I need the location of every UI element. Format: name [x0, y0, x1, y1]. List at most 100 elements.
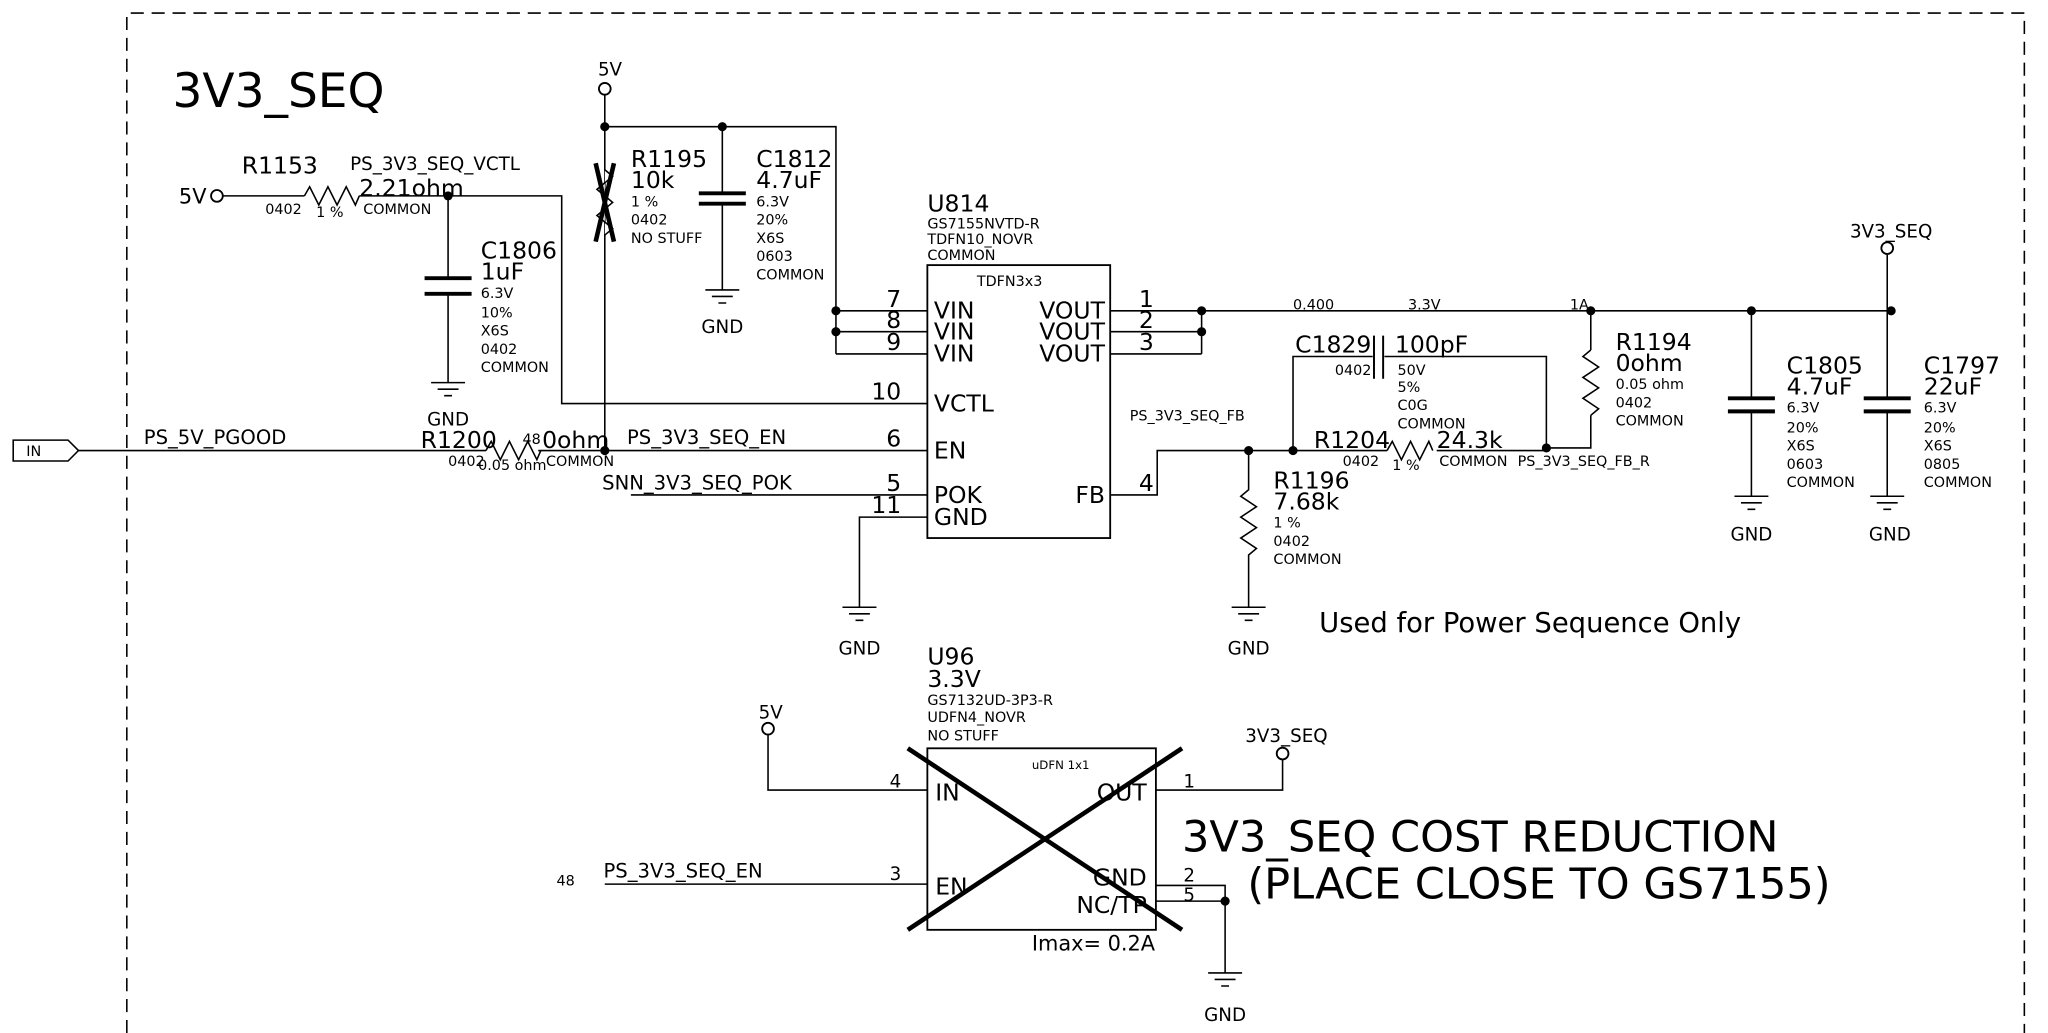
net-label-fb: PS_3V3_SEQ_FB [1130, 409, 1245, 425]
capacitor-c1805[interactable]: GND C1805 4.7uF 6.3V 20% X6S 0603 COMMON [1727, 310, 1863, 546]
svg-text:48: 48 [523, 432, 541, 448]
svg-text:C1806: C1806 [481, 237, 557, 265]
svg-text:COMMON: COMMON [481, 360, 549, 376]
net-label-fb-r: PS_3V3_SEQ_FB_R [1518, 454, 1650, 470]
svg-text:R1204: R1204 [1314, 426, 1390, 454]
svg-text:IN: IN [26, 444, 41, 460]
resistor-r1195[interactable]: R1195 10k 1 % 0402 NO STUFF [593, 145, 707, 247]
power-5v-left: 5V [179, 185, 207, 209]
svg-text:0603: 0603 [756, 249, 793, 265]
svg-text:X6S: X6S [481, 324, 509, 340]
pin-name: POK [934, 481, 983, 509]
svg-text:COMMON: COMMON [1273, 552, 1341, 568]
sheet-border [126, 12, 2026, 1033]
svg-text:6.3V: 6.3V [1924, 401, 1957, 417]
svg-text:20%: 20% [1787, 420, 1819, 436]
pin-number: 10 [871, 378, 901, 406]
svg-text:1 %: 1 % [1392, 458, 1419, 474]
svg-text:COMMON: COMMON [1924, 475, 1992, 491]
pin-number: 4 [1139, 469, 1154, 497]
pin-number: 1 [1139, 285, 1154, 313]
svg-text:50V: 50V [1397, 363, 1425, 379]
ic-u96[interactable]: U96 3.3V GS7132UD-3P3-R UDFN4_NOVR NO ST… [556, 643, 1327, 1027]
svg-text:0402: 0402 [1343, 454, 1380, 470]
page-title: 3V3_SEQ [173, 64, 385, 119]
svg-text:NC/TP: NC/TP [1076, 891, 1146, 919]
svg-text:3: 3 [890, 864, 902, 885]
svg-text:0402: 0402 [265, 202, 302, 218]
svg-text:X6S: X6S [1924, 439, 1952, 455]
pin-name: VCTL [934, 389, 994, 417]
resistor-r1204[interactable]: R1204 24.3k 0402 1 % COMMON [1314, 426, 1508, 474]
ground-symbol: GND [839, 606, 880, 659]
pin-number: 5 [886, 469, 901, 497]
svg-text:GND: GND [701, 317, 743, 338]
svg-text:3.3V: 3.3V [927, 665, 980, 693]
capacitor-c1812[interactable]: GND C1812 4.7uF 6.3V 20% X6S 0603 COMMON [698, 126, 833, 338]
resistor-r1200[interactable]: R1200 48 0ohm 0402 0.05 ohm COMMON [421, 426, 615, 474]
trace-width-label: 0.400 [1293, 298, 1334, 314]
svg-text:R1196: R1196 [1273, 466, 1349, 494]
svg-text:20%: 20% [1924, 420, 1956, 436]
wire [630, 494, 928, 608]
svg-text:Imax= 0.2A: Imax= 0.2A [1032, 932, 1156, 956]
svg-text:uDFN 1x1: uDFN 1x1 [1032, 758, 1090, 772]
svg-text:2: 2 [1183, 866, 1195, 887]
svg-text:R1195: R1195 [631, 145, 707, 173]
svg-text:5V: 5V [759, 702, 784, 723]
resistor-r1196[interactable]: GND R1196 7.68k 1 % 0402 COMMON [1228, 450, 1350, 660]
svg-text:GND: GND [1869, 525, 1911, 546]
svg-text:C1805: C1805 [1787, 351, 1863, 379]
placement-note: (PLACE CLOSE TO GS7155) [1247, 859, 1830, 909]
svg-text:3V3_SEQ: 3V3_SEQ [1245, 726, 1327, 747]
net-label-pgood: PS_5V_PGOOD [144, 426, 287, 449]
capacitor-c1797[interactable]: GND C1797 22uF 6.3V 20% X6S 0805 COMMON [1863, 310, 2000, 546]
ic-u814[interactable]: U814 GS7155NVTD-R TDFN10_NOVR COMMON TDF… [871, 190, 1154, 539]
capacitor-c1806[interactable]: GND C1806 1uF 6.3V 10% X6S 0402 COMMON [424, 195, 557, 431]
resistor-r1153[interactable]: R1153 PS_3V3_SEQ_VCTL 2.21ohm 0402 1 % C… [242, 152, 521, 221]
svg-text:4.7uF: 4.7uF [756, 166, 822, 194]
svg-text:2.21ohm: 2.21ohm [359, 174, 464, 202]
svg-text:22uF: 22uF [1924, 372, 1982, 400]
pin-number: 8 [886, 306, 901, 334]
svg-text:1 %: 1 % [316, 205, 343, 221]
pin-name: VIN [934, 340, 975, 368]
svg-text:X6S: X6S [756, 231, 784, 247]
svg-text:IN: IN [935, 779, 960, 807]
svg-text:1 %: 1 % [1273, 516, 1300, 532]
svg-text:NO STUFF: NO STUFF [927, 728, 999, 744]
svg-text:1: 1 [1183, 771, 1195, 792]
svg-text:0.05 ohm: 0.05 ohm [1616, 377, 1684, 393]
pin-name: EN [934, 436, 966, 464]
svg-text:COMMON: COMMON [1616, 414, 1684, 430]
pin-number: 7 [886, 285, 901, 313]
svg-text:R1200: R1200 [421, 426, 497, 454]
svg-text:C1797: C1797 [1924, 351, 2000, 379]
pin-number: 3 [1139, 328, 1154, 356]
pin-name: VIN [934, 297, 975, 325]
svg-text:0603: 0603 [1787, 457, 1824, 473]
svg-text:100pF: 100pF [1395, 331, 1468, 359]
wire-vctl [223, 195, 928, 405]
svg-text:COMMON: COMMON [1439, 454, 1507, 470]
svg-text:COMMON: COMMON [927, 248, 995, 264]
svg-text:0402: 0402 [1273, 534, 1310, 550]
capacitor-c1829[interactable]: C1829 0402 100pF 50V 5% C0G COMMON [1292, 331, 1548, 451]
no-stuff-cross [906, 746, 1184, 932]
svg-text:GS7132UD-3P3-R: GS7132UD-3P3-R [927, 693, 1053, 709]
pin-number: 11 [871, 491, 901, 519]
svg-text:COMMON: COMMON [363, 202, 431, 218]
svg-text:0402: 0402 [448, 454, 485, 470]
wire-vout [1110, 310, 1892, 355]
pin-name: VOUT [1039, 318, 1105, 346]
svg-text:TDFN10_NOVR: TDFN10_NOVR [926, 232, 1033, 248]
pin-number: 6 [886, 425, 901, 453]
svg-text:COMMON: COMMON [1397, 416, 1465, 432]
svg-text:1uF: 1uF [481, 257, 524, 285]
pin-number: 2 [1139, 306, 1154, 334]
svg-text:GND: GND [1204, 1005, 1246, 1026]
resistor-r1194[interactable]: R1194 0ohm 0.05 ohm 0402 COMMON [1581, 328, 1692, 430]
svg-text:GS7155NVTD-R: GS7155NVTD-R [927, 217, 1039, 233]
pin-name: VIN [934, 318, 975, 346]
input-port-in[interactable]: IN [12, 439, 80, 462]
